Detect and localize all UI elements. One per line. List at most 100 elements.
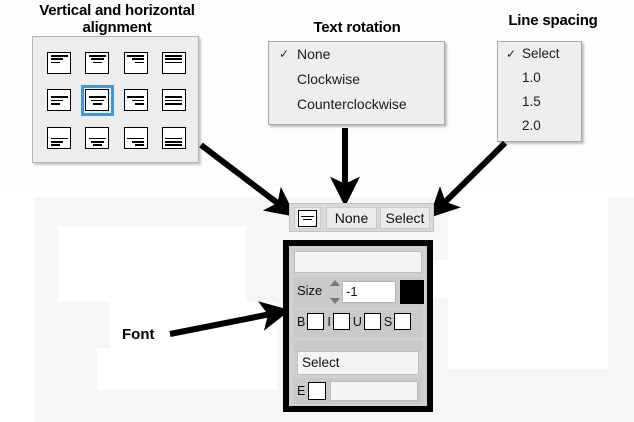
align-line xyxy=(127,96,145,98)
font-select-row-bg xyxy=(294,341,422,351)
align-line xyxy=(91,99,104,102)
stepper-up-icon[interactable] xyxy=(329,280,340,286)
alignment-grid[interactable] xyxy=(40,44,193,157)
line-spacing-dropdown[interactable]: ✓Select 1.0 1.5 2.0 xyxy=(497,41,582,142)
style-label-u: U xyxy=(352,314,362,329)
spacing-item-label: 2.0 xyxy=(522,118,541,133)
spacing-item-3[interactable]: 2.0 xyxy=(498,114,581,138)
align-line xyxy=(165,96,183,98)
align-top-right-icon xyxy=(123,51,148,74)
rotation-item-1[interactable]: Clockwise xyxy=(269,67,444,92)
align-line xyxy=(88,137,106,140)
alignment-callout-title: Vertical and horizontal alignment xyxy=(39,2,195,36)
toolbar-alignment-button[interactable] xyxy=(294,207,321,229)
align-line xyxy=(131,140,145,143)
align-line xyxy=(50,61,60,64)
align-cell-middle-left[interactable] xyxy=(43,85,76,116)
align-line xyxy=(50,99,64,102)
style-checkbox-b[interactable] xyxy=(307,313,325,330)
check-icon: ✓ xyxy=(506,47,517,61)
align-line xyxy=(50,58,64,61)
align-middle-center-icon xyxy=(85,89,110,112)
font-color-swatch[interactable] xyxy=(400,280,424,304)
align-top-left-icon xyxy=(47,51,72,74)
align-line xyxy=(165,137,183,140)
style-checkbox-s[interactable] xyxy=(394,313,412,330)
align-line xyxy=(88,96,106,98)
align-middle-right-icon xyxy=(123,89,148,112)
effects-label: E xyxy=(297,384,306,398)
font-select-dropdown[interactable]: Select xyxy=(297,351,419,375)
align-cell-top-right[interactable] xyxy=(119,47,152,78)
align-line xyxy=(50,137,68,140)
background-block-5 xyxy=(430,260,608,298)
alignment-grid-panel[interactable] xyxy=(32,36,199,163)
align-line xyxy=(50,54,68,57)
font-callout-label: Font xyxy=(122,326,155,343)
rotation-item-2[interactable]: Counterclockwise xyxy=(269,92,444,117)
align-cell-middle-right[interactable] xyxy=(119,85,152,116)
spacing-item-1[interactable]: 1.0 xyxy=(498,66,581,90)
align-line xyxy=(127,54,145,57)
align-cell-bottom-center[interactable] xyxy=(81,123,114,154)
align-bottom-center-icon xyxy=(85,127,110,150)
align-line xyxy=(91,140,104,143)
align-cell-top-justify[interactable] xyxy=(157,47,190,78)
style-checkbox-i[interactable] xyxy=(332,313,350,330)
effects-input[interactable] xyxy=(330,381,418,401)
background-block-8 xyxy=(0,185,34,422)
background-block-7 xyxy=(0,185,634,197)
rotation-item-label: None xyxy=(297,46,331,62)
font-size-stepper[interactable] xyxy=(328,280,341,304)
align-cell-middle-center[interactable] xyxy=(80,84,114,116)
align-line xyxy=(165,54,183,57)
align-cell-bottom-right[interactable] xyxy=(119,123,152,154)
font-size-label: Size xyxy=(297,283,323,298)
spacing-item-2[interactable]: 1.5 xyxy=(498,90,581,114)
align-cell-bottom-left[interactable] xyxy=(43,123,76,154)
style-checkbox-u[interactable] xyxy=(363,313,381,330)
style-label-b: B xyxy=(297,314,306,329)
effects-checkbox[interactable] xyxy=(308,382,326,400)
align-middle-justify-icon xyxy=(161,89,186,112)
rotation-item-0[interactable]: ✓None xyxy=(269,42,444,67)
font-name-input[interactable] xyxy=(294,251,422,273)
align-line xyxy=(92,102,103,105)
format-toolbar[interactable]: None Select xyxy=(289,203,434,232)
align-middle-left-icon xyxy=(47,89,72,112)
spacing-item-label: 1.0 xyxy=(522,70,541,85)
align-cell-top-center[interactable] xyxy=(81,47,114,78)
align-line xyxy=(50,96,68,98)
align-middle-center-icon xyxy=(298,209,317,227)
align-line xyxy=(131,99,145,102)
align-line xyxy=(165,58,183,61)
align-line xyxy=(165,140,183,143)
align-cell-bottom-justify[interactable] xyxy=(157,123,190,154)
align-bottom-left-icon xyxy=(47,127,72,150)
spacing-item-0[interactable]: ✓Select xyxy=(498,42,581,66)
align-line xyxy=(134,61,145,64)
align-cell-top-left[interactable] xyxy=(43,47,76,78)
toolbar-spacing-button[interactable]: Select xyxy=(380,207,430,229)
align-line xyxy=(134,144,145,147)
align-line xyxy=(127,137,145,140)
font-effects-row: E xyxy=(294,378,422,404)
font-size-input[interactable]: -1 xyxy=(342,281,396,303)
background-block-6 xyxy=(448,293,608,369)
style-label-i: I xyxy=(327,314,331,329)
align-bottom-right-icon xyxy=(123,127,148,150)
align-line xyxy=(165,102,183,105)
align-line xyxy=(92,61,103,64)
align-cell-middle-justify[interactable] xyxy=(157,85,190,116)
spacing-item-label: 1.5 xyxy=(522,94,541,109)
background-block-1 xyxy=(58,226,246,302)
stepper-down-icon[interactable] xyxy=(329,298,340,304)
align-top-center-icon xyxy=(85,51,110,74)
align-line xyxy=(134,102,145,105)
align-line xyxy=(92,144,103,147)
toolbar-rotation-button[interactable]: None xyxy=(326,207,377,229)
